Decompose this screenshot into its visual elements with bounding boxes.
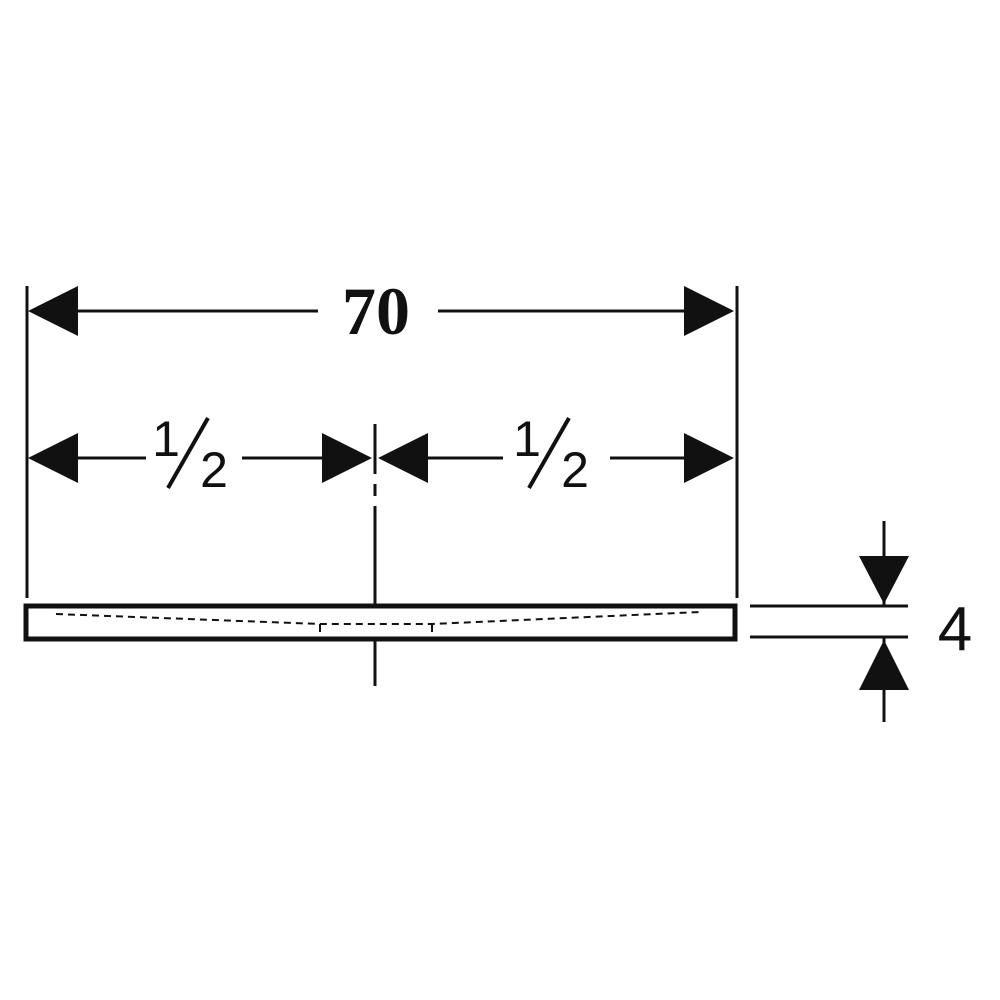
extension-lines <box>25 286 739 598</box>
arrowhead-left <box>378 433 428 483</box>
overall-width-dimension: 70 <box>28 273 734 349</box>
fraction-slash <box>527 417 571 489</box>
tray-profile <box>23 603 738 642</box>
tray-slope-hidden-line <box>55 611 701 625</box>
fraction-denominator: 2 <box>561 442 589 498</box>
half-width-dimension-right: 1 2 <box>378 411 734 498</box>
arrowhead-right <box>322 433 372 483</box>
half-width-dimension-left: 1 2 <box>28 411 372 498</box>
arrowhead-right <box>684 286 734 336</box>
tray-outline <box>23 603 738 642</box>
arrowhead-left <box>28 286 78 336</box>
fraction-numerator: 1 <box>513 411 541 467</box>
arrowhead-left <box>28 433 78 483</box>
fraction-numerator: 1 <box>152 411 180 467</box>
thickness-label: 4 <box>938 595 972 664</box>
arrowhead-down <box>859 556 909 604</box>
half-label-left: 1 2 <box>152 411 228 498</box>
thickness-dimension: 4 <box>750 521 972 722</box>
half-label-right: 1 2 <box>513 411 589 498</box>
width-label: 70 <box>342 273 410 349</box>
arrowhead-up <box>859 640 909 690</box>
fraction-slash <box>166 417 210 489</box>
fraction-denominator: 2 <box>200 442 228 498</box>
arrowhead-right <box>684 433 734 483</box>
